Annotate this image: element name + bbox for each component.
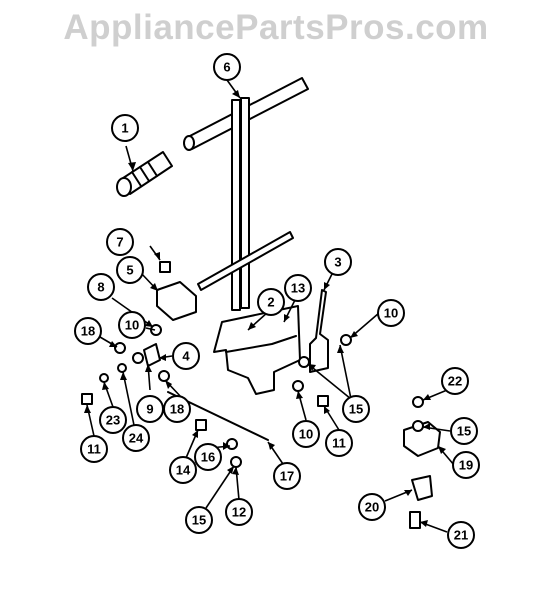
- callout-label: 11: [87, 442, 101, 457]
- callout-6: 6: [213, 53, 241, 81]
- callout-14: 14: [169, 456, 197, 484]
- callout-label: 15: [457, 424, 471, 439]
- callout-19: 19: [452, 451, 480, 479]
- callout-label: 15: [349, 402, 363, 417]
- callout-label: 5: [126, 263, 133, 278]
- cross-rod: [197, 231, 294, 291]
- arrowheads: [84, 90, 446, 527]
- callout-label: 21: [454, 528, 468, 543]
- callout-label: 14: [176, 463, 191, 478]
- screw-21: [409, 511, 421, 529]
- callout-16: 16: [194, 443, 222, 471]
- callout-23: 23: [99, 406, 127, 434]
- callout-label: 4: [182, 349, 190, 364]
- callout-label: 10: [125, 318, 139, 333]
- callout-4: 4: [172, 342, 200, 370]
- callout-label: 12: [232, 505, 246, 520]
- callout-15-c: 15: [185, 506, 213, 534]
- bolt-7: [159, 261, 171, 273]
- callout-label: 22: [448, 374, 462, 389]
- callout-9: 9: [136, 395, 164, 423]
- callout-label: 10: [299, 427, 313, 442]
- callout-label: 10: [384, 306, 398, 321]
- clamp-19: [403, 421, 441, 457]
- callout-label: 24: [129, 431, 144, 446]
- callout-label: 19: [459, 458, 473, 473]
- callout-label: 11: [332, 436, 346, 451]
- callout-15-b: 15: [450, 417, 478, 445]
- callout-10-b: 10: [377, 299, 405, 327]
- callout-label: 18: [81, 324, 95, 339]
- callout-label: 2: [267, 295, 274, 310]
- callout-12: 12: [225, 498, 253, 526]
- handle-shafts: [231, 97, 250, 311]
- watermark: AppliancePartsPros.com: [63, 8, 489, 47]
- callout-5: 5: [116, 256, 144, 284]
- callout-7: 7: [106, 228, 134, 256]
- callout-label: 7: [116, 235, 123, 250]
- callout-17: 17: [273, 462, 301, 490]
- callout-18-a: 18: [74, 317, 102, 345]
- callout-label: 9: [146, 402, 153, 417]
- callout-22: 22: [441, 367, 469, 395]
- callout-15-a: 15: [342, 395, 370, 423]
- callout-11-b: 11: [325, 429, 353, 457]
- callout-11-a: 11: [80, 435, 108, 463]
- callout-10-a: 10: [118, 311, 146, 339]
- callout-20: 20: [358, 493, 386, 521]
- small-hardware: [81, 324, 424, 468]
- callout-24: 24: [122, 424, 150, 452]
- callout-label: 18: [170, 402, 184, 417]
- callout-label: 13: [291, 281, 305, 296]
- callout-label: 16: [201, 450, 215, 465]
- bracket-20: [411, 475, 433, 501]
- callout-label: 17: [280, 469, 294, 484]
- callout-8: 8: [87, 273, 115, 301]
- callout-2: 2: [257, 288, 285, 316]
- callout-21: 21: [447, 521, 475, 549]
- callout-18-b: 18: [163, 395, 191, 423]
- callout-label: 20: [365, 500, 379, 515]
- bracket: [213, 305, 301, 395]
- callout-label: 6: [223, 60, 230, 75]
- callout-13: 13: [284, 274, 312, 302]
- callout-label: 1: [121, 121, 128, 136]
- callout-3: 3: [324, 248, 352, 276]
- callout-10-c: 10: [292, 420, 320, 448]
- grip: [116, 151, 173, 197]
- callout-1: 1: [111, 114, 139, 142]
- lever: [309, 289, 329, 373]
- callout-label: 3: [334, 255, 341, 270]
- callout-label: 15: [192, 513, 206, 528]
- callout-label: 8: [97, 280, 104, 295]
- callout-label: 23: [106, 413, 120, 428]
- block: [156, 281, 197, 321]
